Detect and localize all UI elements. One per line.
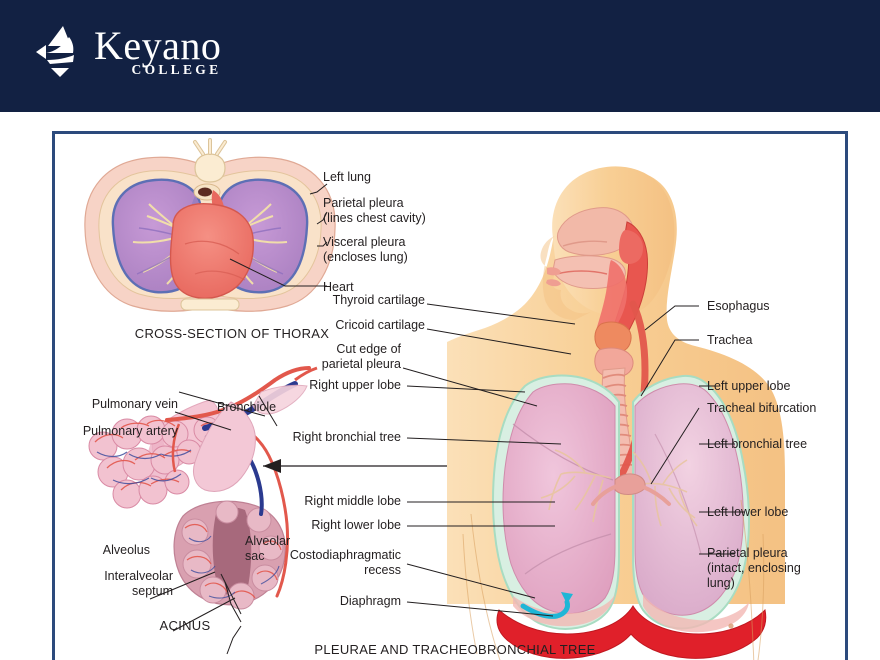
label-cut-edge-parietal-pleura: Cut edge of parietal pleura [321, 342, 401, 371]
label-pulmonary-vein: Pulmonary vein [91, 397, 178, 411]
label-right-middle-lobe: Right middle lobe [304, 494, 401, 508]
label-parietal-pleura-intact: Parietal pleura (intact, enclosing lung) [707, 546, 801, 590]
label-cricoid-cartilage: Cricoid cartilage [335, 318, 425, 332]
caption-acinus: ACINUS [159, 618, 211, 633]
label-heart: Heart [323, 280, 354, 294]
label-alveolar-sac: Alveolar sac [245, 534, 291, 563]
label-esophagus: Esophagus [707, 299, 770, 313]
label-trachea: Trachea [707, 333, 753, 347]
brand-logo[interactable]: Keyano COLLEGE [33, 24, 221, 80]
label-diaphragm: Diaphragm [339, 594, 401, 608]
sailboat-diamond-logo-icon [36, 26, 74, 77]
label-left-bronchial-tree: Left bronchial tree [707, 437, 808, 451]
label-bronchiole: Bronchiole [217, 400, 277, 414]
brand-name: Keyano [94, 22, 222, 68]
label-left-lower-lobe: Left lower lobe [707, 505, 789, 519]
label-alveolus: Alveolus [102, 543, 150, 557]
label-right-lower-lobe: Right lower lobe [311, 518, 401, 532]
label-left-lung: Left lung [323, 170, 371, 184]
label-visceral-pleura: Visceral pleura (encloses lung) [323, 235, 408, 264]
label-parietal-pleura: Parietal pleura (lines chest cavity) [323, 196, 426, 225]
label-interalveolar-septum: Interalveolar septum [104, 569, 173, 598]
slide-content-panel: Left lung Parietal pleura (lines chest c… [52, 131, 848, 660]
thorax-cross-section-figure [84, 138, 336, 312]
pleurae-tracheobronchial-figure [447, 166, 785, 660]
acinus-leader-lines [149, 391, 278, 655]
label-thyroid-cartilage: Thyroid cartilage [332, 293, 425, 307]
label-right-upper-lobe: Right upper lobe [309, 378, 401, 392]
label-left-upper-lobe: Left upper lobe [707, 379, 791, 393]
brand-wordmark: Keyano COLLEGE [94, 22, 222, 78]
caption-cross-section-of-thorax: CROSS-SECTION OF THORAX [134, 326, 330, 341]
site-header: Keyano COLLEGE [0, 0, 880, 112]
label-pulmonary-artery: Pulmonary artery [82, 424, 178, 438]
acinus-figure [88, 366, 318, 610]
thorax-leader-lines [229, 183, 328, 287]
label-costodiaphragmatic-recess: Costodiaphragmatic recess [289, 548, 401, 577]
caption-pleurae-and-tracheobronchial-tree: PLEURAE AND TRACHEOBRONCHIAL TREE [314, 642, 596, 657]
pleurae-right-leader-lines [640, 305, 745, 555]
label-tracheal-bifurcation: Tracheal bifurcation [707, 401, 817, 415]
alveolar-sac-cut [173, 500, 286, 610]
anatomy-illustration [84, 138, 785, 660]
pleurae-left-leader-lines [402, 303, 576, 617]
brand-subtitle: COLLEGE [131, 62, 222, 78]
label-right-bronchial-tree: Right bronchial tree [292, 430, 401, 444]
